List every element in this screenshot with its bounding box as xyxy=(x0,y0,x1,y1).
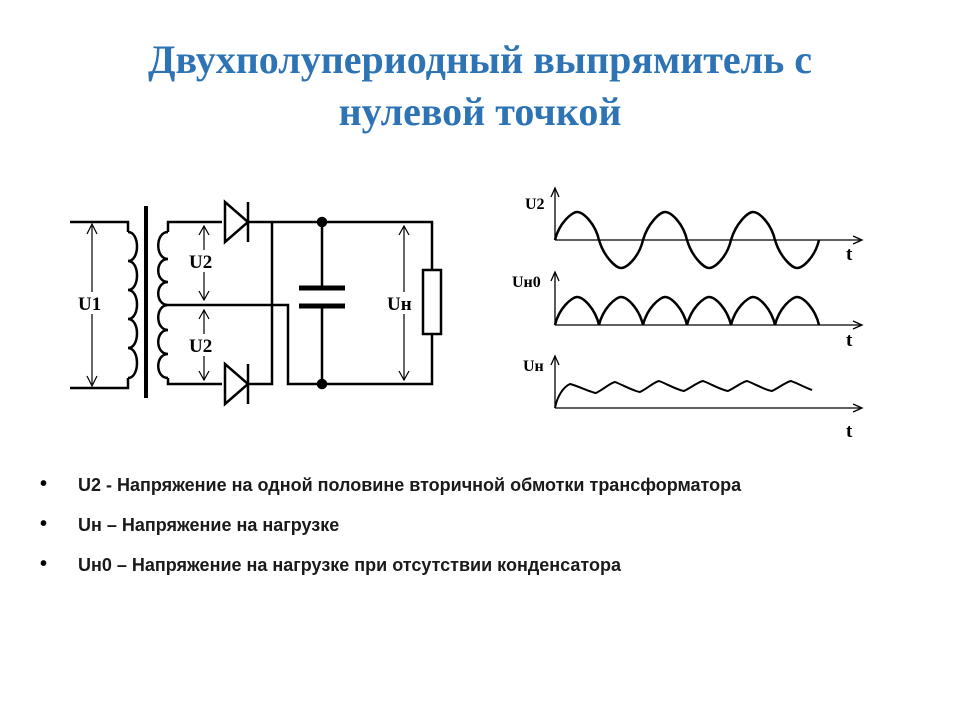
graph-u2 xyxy=(550,186,864,245)
graph-un0 xyxy=(550,270,864,330)
u1-label: U1 xyxy=(78,294,101,315)
bullet-dot: • xyxy=(40,473,48,495)
legend-item-text: Uн0 – Напряжение на нагрузке при отсутст… xyxy=(78,555,621,575)
graph-u2-tlabel: t xyxy=(846,244,853,265)
center-tap-wire xyxy=(168,303,430,386)
waveform-un xyxy=(554,379,813,409)
title-line-1: Двухполупериодный выпрямитель с xyxy=(147,37,813,82)
legend-list: • U2 - Напряжение на одной половине втори… xyxy=(40,472,900,592)
waveform-u2 xyxy=(553,210,821,270)
junction-dot-bottom xyxy=(316,378,328,390)
load-resistor xyxy=(421,268,443,336)
secondary-coil xyxy=(157,230,169,380)
graph-u2-ylabel: U2 xyxy=(525,196,545,213)
diode-top xyxy=(223,199,250,245)
graph-un-tlabel: t xyxy=(846,421,853,442)
bottom-diode-out xyxy=(248,222,274,386)
legend-item: • Uн0 – Напряжение на нагрузке при отсутс… xyxy=(40,552,900,578)
bullet-dot: • xyxy=(40,553,48,575)
primary-wire-bottom xyxy=(70,378,130,390)
primary-wire-top xyxy=(70,220,130,232)
junction-dot-top xyxy=(316,216,328,228)
graph-un0-tlabel: t xyxy=(846,330,853,351)
graph-un0-ylabel: Uн0 xyxy=(512,274,541,291)
u2-bottom-label: U2 xyxy=(189,336,212,357)
title-line-2: нулевой точкой xyxy=(338,89,622,134)
slide-title: Двухполупериодный выпрямитель с нулевой … xyxy=(40,34,920,138)
graph-un-ylabel: Uн xyxy=(523,358,544,375)
graph-un xyxy=(550,354,864,413)
bullet-dot: • xyxy=(40,513,48,535)
legend-item: • U2 - Напряжение на одной половине втори… xyxy=(40,472,900,498)
secondary-wire-bottom xyxy=(166,378,222,386)
waveform-un0 xyxy=(553,295,821,326)
legend-item: • Uн – Напряжение на нагрузке xyxy=(40,512,900,538)
capacitor xyxy=(299,222,345,384)
load-wire-bottom xyxy=(430,334,434,386)
secondary-wire-top xyxy=(166,220,222,232)
un-label: Uн xyxy=(387,294,412,315)
legend-item-text: Uн – Напряжение на нагрузке xyxy=(78,515,340,535)
top-rail xyxy=(248,220,434,270)
diode-bottom xyxy=(223,361,250,407)
primary-coil xyxy=(127,230,139,380)
legend-item-text: U2 - Напряжение на одной половине вторич… xyxy=(78,475,742,495)
circuit-schematic xyxy=(70,199,443,407)
u2-top-label: U2 xyxy=(189,252,212,273)
